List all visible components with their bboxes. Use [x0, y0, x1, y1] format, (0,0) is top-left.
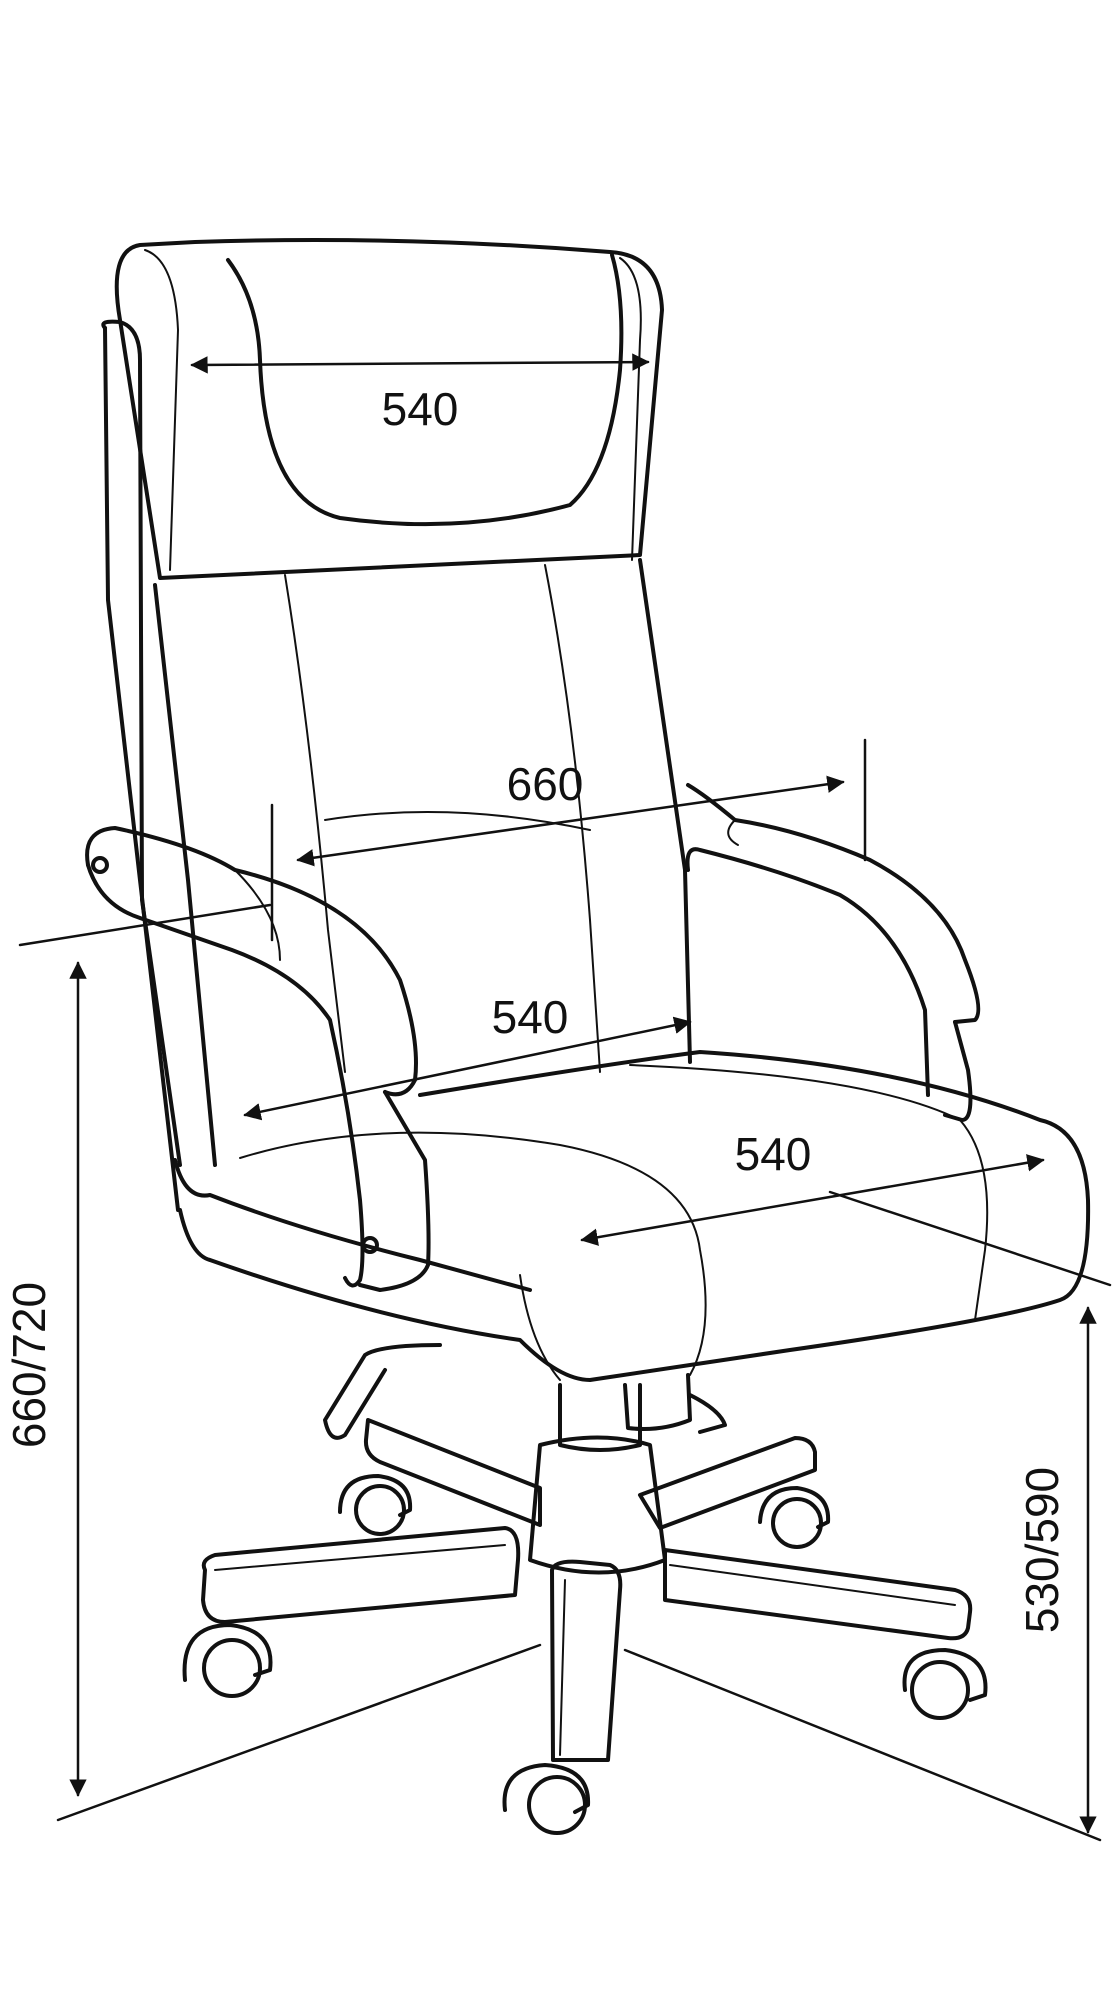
- seat-height-label: 530/590: [1016, 1467, 1068, 1633]
- dim-backrest-width: 540: [243, 991, 692, 1121]
- chair-base: [201, 1343, 973, 1762]
- dim-seat-depth: 540: [580, 1128, 1045, 1246]
- dim-headrest-width: 540: [190, 353, 650, 435]
- dim-arm-width: 660: [270, 738, 867, 942]
- dim-seat-height: 530/590: [1016, 1306, 1097, 1834]
- arm-width-label: 660: [507, 758, 584, 810]
- backrest-width-label: 540: [492, 991, 569, 1043]
- dim-total-height: 660/720: [3, 961, 87, 1797]
- headrest-width-label: 540: [382, 383, 459, 435]
- seat-depth-label: 540: [735, 1128, 812, 1180]
- total-height-label: 660/720: [3, 1282, 55, 1448]
- left-armrest: [85, 826, 431, 1292]
- backrest: [101, 237, 692, 1292]
- casters: [182, 1474, 988, 1835]
- right-armrest: [685, 783, 981, 1122]
